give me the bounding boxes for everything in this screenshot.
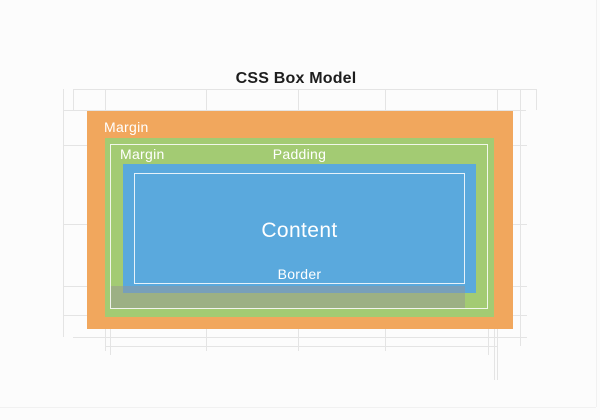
grid-line (63, 110, 526, 111)
frame-line (0, 407, 596, 408)
grid-line (110, 317, 111, 355)
border-guide-rect (110, 144, 488, 309)
margin-inner-label: Margin (120, 146, 165, 162)
padding-label: Padding (272, 146, 327, 162)
grid-line (494, 329, 495, 380)
content-box (123, 164, 476, 293)
grid-line (73, 89, 74, 111)
grid-line (73, 337, 527, 338)
frame-line (596, 0, 597, 407)
grid-line (63, 89, 64, 337)
content-guide-rect (134, 173, 465, 284)
grid-line (536, 89, 537, 110)
border-label: Border (277, 266, 322, 282)
overlay-band (110, 286, 465, 309)
margin-outer-label: Margin (104, 119, 149, 135)
grid-line (73, 89, 536, 90)
grid-line (105, 346, 497, 347)
grid-line (520, 89, 521, 346)
content-label: Content (261, 219, 338, 242)
diagram-title: CSS Box Model (235, 70, 357, 87)
